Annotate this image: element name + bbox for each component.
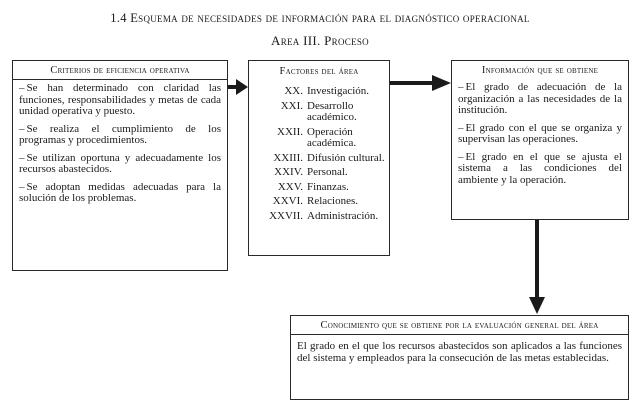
conocimiento-text: El grado en el que los recursos abasteci… [291,335,628,364]
factor-item: XX.Investigación. [284,85,370,97]
informacion-item: –El grado con el que se organiza y super… [458,121,622,145]
factor-item: XXVI.Relaciones. [272,195,359,207]
diagram-title: 1.4 Esquema de necesidades de informació… [110,11,530,25]
arrow-criterios-to-factores [228,79,248,95]
factores-heading: Factores del área [279,66,359,77]
factores-box: Factores del área XX.Investigación. XXI.… [248,60,390,256]
criterios-item: –Se adoptan medidas adecuadas para la so… [19,180,221,204]
criterios-item: –Se realiza el cumplimiento de los progr… [19,122,221,146]
criterios-item: –Se utilizan oportuna y adecuadamente lo… [19,151,221,175]
informacion-item: –El grado de adecuación de la organizaci… [458,81,622,116]
arrow-factores-to-informacion [390,75,451,91]
conocimiento-heading: Conocimiento que se obtiene por la evalu… [291,316,628,335]
factor-item: XXIV.Personal. [274,166,348,178]
informacion-list: –El grado de adecuación de la organizaci… [452,79,628,186]
informacion-box: Información que se obtiene –El grado de … [451,60,629,220]
conocimiento-paragraph: El grado en el que los recursos abasteci… [297,340,622,364]
factor-item: XXI.Desarrollo académico. [280,99,357,123]
factor-item: XXII.Operación académica. [277,125,357,149]
factor-item: XXIII.Difusión cultural. [273,151,385,164]
informacion-item: –El grado en el que se ajusta el sistema… [458,150,622,186]
diagram-subtitle: Area III. Proceso [271,33,369,48]
factores-list: XX.Investigación. XXI.Desarrollo académi… [249,80,389,222]
factor-item: XXV.Finanzas. [277,180,349,193]
informacion-heading: Información que se obtiene [481,65,599,76]
criterios-list: –Se han determinado con claridad las fun… [13,80,227,205]
criterios-heading: Criterios de eficiencia operativa [13,61,227,80]
arrow-informacion-to-conocimiento [529,220,545,314]
criterios-item: –Se han determinado con claridad las fun… [19,82,221,117]
criterios-box: Criterios de eficiencia operativa –Se ha… [12,60,228,271]
conocimiento-box: Conocimiento que se obtiene por la evalu… [290,315,629,400]
factor-item: XXVII.Administración. [269,209,379,222]
